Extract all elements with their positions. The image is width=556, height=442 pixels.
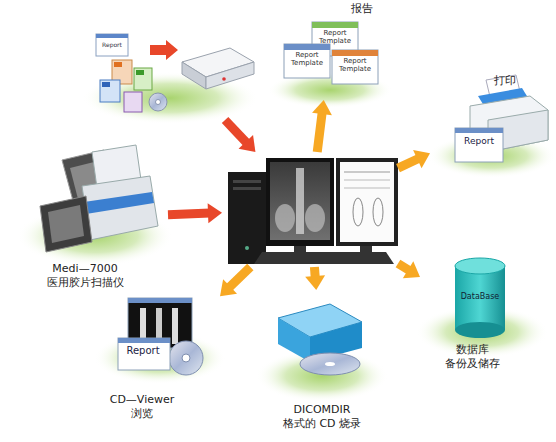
film-scanner bbox=[40, 145, 158, 252]
node-label: 报告 bbox=[342, 2, 382, 16]
node-label: 数据库 备份及储存 bbox=[437, 343, 507, 371]
block-arrow bbox=[312, 100, 332, 152]
node-label: Report bbox=[119, 345, 167, 358]
node-label: 打印 bbox=[485, 74, 525, 88]
arrow-head bbox=[239, 135, 256, 152]
arrow-shaft bbox=[168, 213, 210, 215]
arrow-head bbox=[403, 261, 420, 278]
arrow-shaft bbox=[225, 120, 247, 143]
database-cylinder bbox=[455, 258, 505, 338]
viewer-icons bbox=[118, 298, 203, 375]
arrow-head bbox=[413, 150, 430, 168]
block-arrow bbox=[305, 267, 325, 290]
arrow-shaft bbox=[398, 264, 410, 271]
block-arrow bbox=[398, 150, 430, 168]
block-arrow bbox=[398, 261, 420, 278]
node-label: Report bbox=[457, 136, 501, 147]
report-template-windows bbox=[284, 22, 378, 84]
arrow-head bbox=[208, 203, 222, 223]
cd-viewer-group: ReportCD—Viewer 浏览 bbox=[95, 288, 220, 425]
node-label: Report Template bbox=[333, 58, 377, 73]
node-label: CD—Viewer 浏览 bbox=[107, 393, 177, 421]
node-label: Report bbox=[97, 42, 127, 49]
arrow-head bbox=[305, 275, 325, 290]
computer bbox=[228, 158, 398, 264]
document-icons bbox=[96, 34, 178, 112]
node-label: DataBase bbox=[455, 293, 505, 302]
block-arrow bbox=[225, 120, 255, 152]
cd-drive bbox=[278, 304, 362, 375]
cd-burn-group: DICOMDIR 格式的 CD 烧录 bbox=[262, 290, 382, 440]
workstation bbox=[222, 152, 398, 267]
scanner-input-group: Report bbox=[88, 5, 253, 120]
database-group: DataBase 数据库 备份及储存 bbox=[420, 250, 552, 385]
arrow-head bbox=[220, 279, 237, 296]
ground-ellipses bbox=[17, 72, 556, 402]
arrow-shaft bbox=[229, 267, 251, 288]
arrow-shaft bbox=[398, 158, 419, 168]
block-arrow bbox=[220, 267, 250, 296]
block-arrow bbox=[168, 203, 222, 223]
print-group: 打印 Report bbox=[430, 72, 552, 177]
film-scanner-group: Medi—7000 医用胶片扫描仪 bbox=[10, 140, 168, 295]
arrow-head bbox=[312, 100, 332, 115]
node-label: DICOMDIR 格式的 CD 烧录 bbox=[277, 403, 367, 431]
node-label: Report Template bbox=[313, 30, 357, 45]
flatbed-scanner bbox=[182, 48, 254, 89]
arrow-shaft bbox=[317, 112, 322, 152]
arrow-shaft bbox=[310, 267, 320, 278]
printer bbox=[455, 75, 548, 162]
report-group: 报告Report TemplateReport TemplateReport T… bbox=[280, 0, 380, 100]
node-label: Medi—7000 医用胶片扫描仪 bbox=[35, 262, 135, 290]
node-label: Report Template bbox=[285, 52, 329, 67]
